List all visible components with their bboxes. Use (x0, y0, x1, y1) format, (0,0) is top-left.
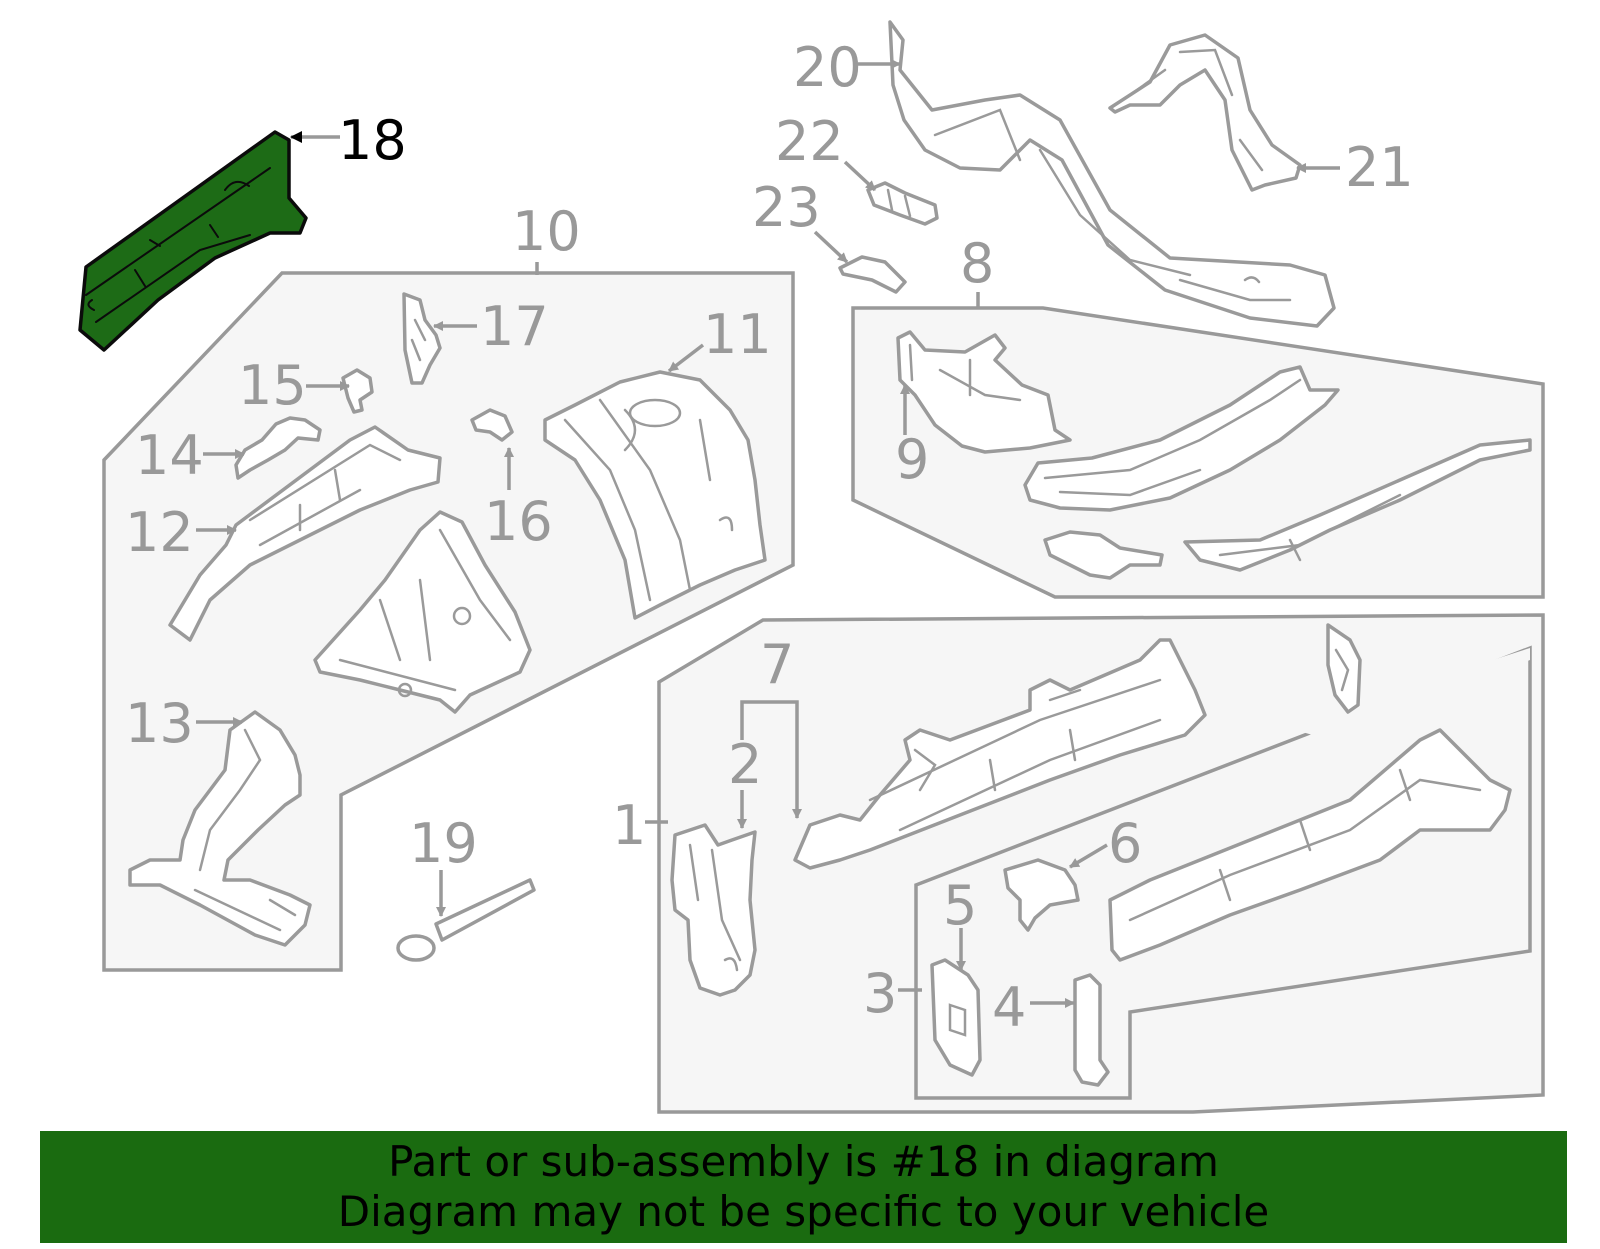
callout-4: 4 (992, 976, 1026, 1039)
callout-21: 21 (1345, 136, 1414, 199)
part-10-inner-panel[interactable] (313, 510, 532, 714)
part-8-bracket[interactable] (1043, 530, 1164, 580)
part-9[interactable] (896, 330, 1072, 454)
part-19[interactable] (396, 878, 536, 962)
part-3-rail[interactable] (1108, 728, 1512, 962)
callout-17: 17 (480, 295, 549, 358)
part-11[interactable] (543, 370, 767, 620)
callout-22: 22 (775, 110, 844, 173)
callout-numbers: 18 20 21 22 23 10 8 17 11 15 14 16 12 9 … (125, 36, 1414, 1039)
part-5[interactable] (930, 958, 982, 1077)
part-8-rail-lower[interactable] (1183, 438, 1532, 572)
part-4[interactable] (1073, 973, 1110, 1087)
callout-14: 14 (135, 424, 204, 487)
callout-19: 19 (409, 812, 478, 875)
part-21[interactable] (1108, 33, 1302, 192)
part-23[interactable] (838, 255, 907, 294)
part-12[interactable] (168, 425, 442, 642)
part-18-highlighted[interactable] (78, 130, 308, 352)
part-7[interactable] (793, 638, 1207, 870)
callout-2: 2 (728, 733, 762, 796)
callout-8: 8 (960, 232, 994, 295)
banner-line-1: Part or sub-assembly is #18 in diagram (388, 1137, 1219, 1186)
part-16[interactable] (470, 408, 514, 442)
part-2[interactable] (670, 823, 757, 997)
part-1-gusset[interactable] (1326, 623, 1362, 714)
info-banner: Part or sub-assembly is #18 in diagram D… (40, 1131, 1567, 1243)
callout-10: 10 (512, 200, 581, 263)
callout-9: 9 (895, 428, 929, 491)
callout-13: 13 (125, 692, 194, 755)
callout-15: 15 (238, 354, 307, 417)
callout-12: 12 (125, 501, 194, 564)
part-13[interactable] (128, 710, 312, 947)
callout-18: 18 (338, 109, 407, 172)
callout-11: 11 (703, 303, 772, 366)
callout-16: 16 (484, 490, 553, 553)
callout-23: 23 (752, 176, 821, 239)
callout-3: 3 (863, 962, 897, 1025)
part-17[interactable] (402, 292, 442, 385)
callout-6: 6 (1108, 812, 1142, 875)
part-6[interactable] (1003, 858, 1080, 932)
part-8-rail-upper[interactable] (1023, 365, 1340, 512)
part-22[interactable] (866, 181, 939, 226)
part-20[interactable] (888, 20, 1336, 328)
part-15[interactable] (341, 368, 374, 414)
banner-line-2: Diagram may not be specific to your vehi… (337, 1187, 1270, 1236)
callout-7: 7 (760, 633, 794, 696)
leader-lines (196, 59, 1340, 1008)
callout-20: 20 (793, 36, 862, 99)
callout-1: 1 (612, 794, 646, 857)
callout-5: 5 (943, 874, 977, 937)
